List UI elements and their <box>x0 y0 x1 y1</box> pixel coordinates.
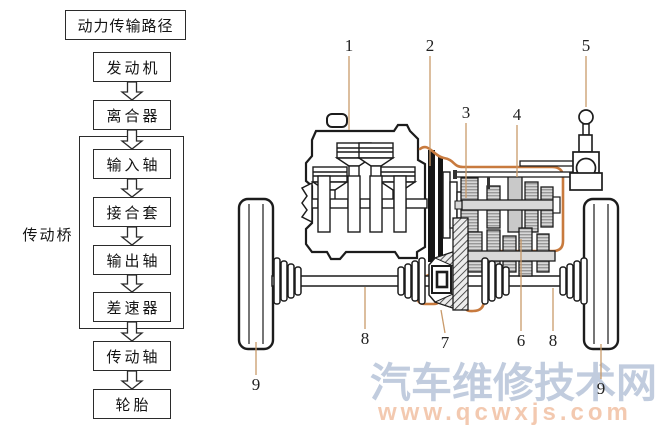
flow-arrow <box>120 81 144 101</box>
callout-6: 6 <box>517 331 526 350</box>
flow-node-drive-shaft: 传动轴 <box>93 341 171 371</box>
flow-title: 动力传输路径 <box>65 10 186 40</box>
gearbox-illustration <box>454 174 561 277</box>
flow-arrow <box>120 321 144 342</box>
transaxle-group-label: 传动桥 <box>22 228 74 244</box>
ring-gear <box>452 217 469 311</box>
crank-pulley <box>300 181 313 224</box>
callout-leader-lines <box>255 56 602 379</box>
transaxle-housing-outline <box>415 145 565 313</box>
shift-knob <box>578 109 594 125</box>
flow-arrow <box>120 226 144 246</box>
callout-numbers: 1 2 3 4 5 6 7 8 8 9 9 <box>252 36 606 398</box>
crankshaft <box>305 175 428 233</box>
callout-8-right: 8 <box>549 331 558 350</box>
wheel-right <box>582 197 620 351</box>
callout-8-left: 8 <box>361 329 370 348</box>
flow-node-output-shaft: 输出轴 <box>93 245 171 275</box>
watermark-site-url: www.qcwxjs.com <box>377 399 632 426</box>
flow-arrow <box>120 129 144 150</box>
watermark: 汽车维修技术网 www.qcwxjs.com <box>370 360 655 426</box>
callout-5: 5 <box>582 36 591 55</box>
shift-rod <box>519 160 579 167</box>
output-shaft <box>465 250 556 262</box>
flow-arrow <box>120 178 144 198</box>
watermark-site-name: 汽车维修技术网 <box>370 360 655 406</box>
spider-gear-box <box>435 270 449 289</box>
differential-illustration <box>428 217 469 311</box>
callout-3: 3 <box>462 103 471 122</box>
callout-7: 7 <box>441 333 450 352</box>
callout-2: 2 <box>426 36 435 55</box>
flow-node-input-shaft: 输入轴 <box>93 149 171 179</box>
cv-boot <box>481 257 510 305</box>
cv-boot <box>559 257 588 305</box>
flow-arrow <box>120 370 144 390</box>
cv-boots <box>273 257 588 305</box>
cv-boot <box>273 257 302 305</box>
engine-illustration <box>300 113 428 261</box>
flow-node-differential: 差速器 <box>93 292 171 322</box>
oil-cap <box>326 113 348 128</box>
cv-boot <box>397 257 426 305</box>
callout-9-left: 9 <box>252 375 261 394</box>
flow-arrows <box>120 81 144 390</box>
callout-4: 4 <box>513 105 522 124</box>
wheel-left <box>237 197 275 351</box>
flow-node-tire: 轮胎 <box>93 389 171 419</box>
input-shaft <box>461 199 556 211</box>
callout-1: 1 <box>345 36 354 55</box>
callout-9-right: 9 <box>597 379 606 398</box>
flow-arrow <box>120 274 144 293</box>
